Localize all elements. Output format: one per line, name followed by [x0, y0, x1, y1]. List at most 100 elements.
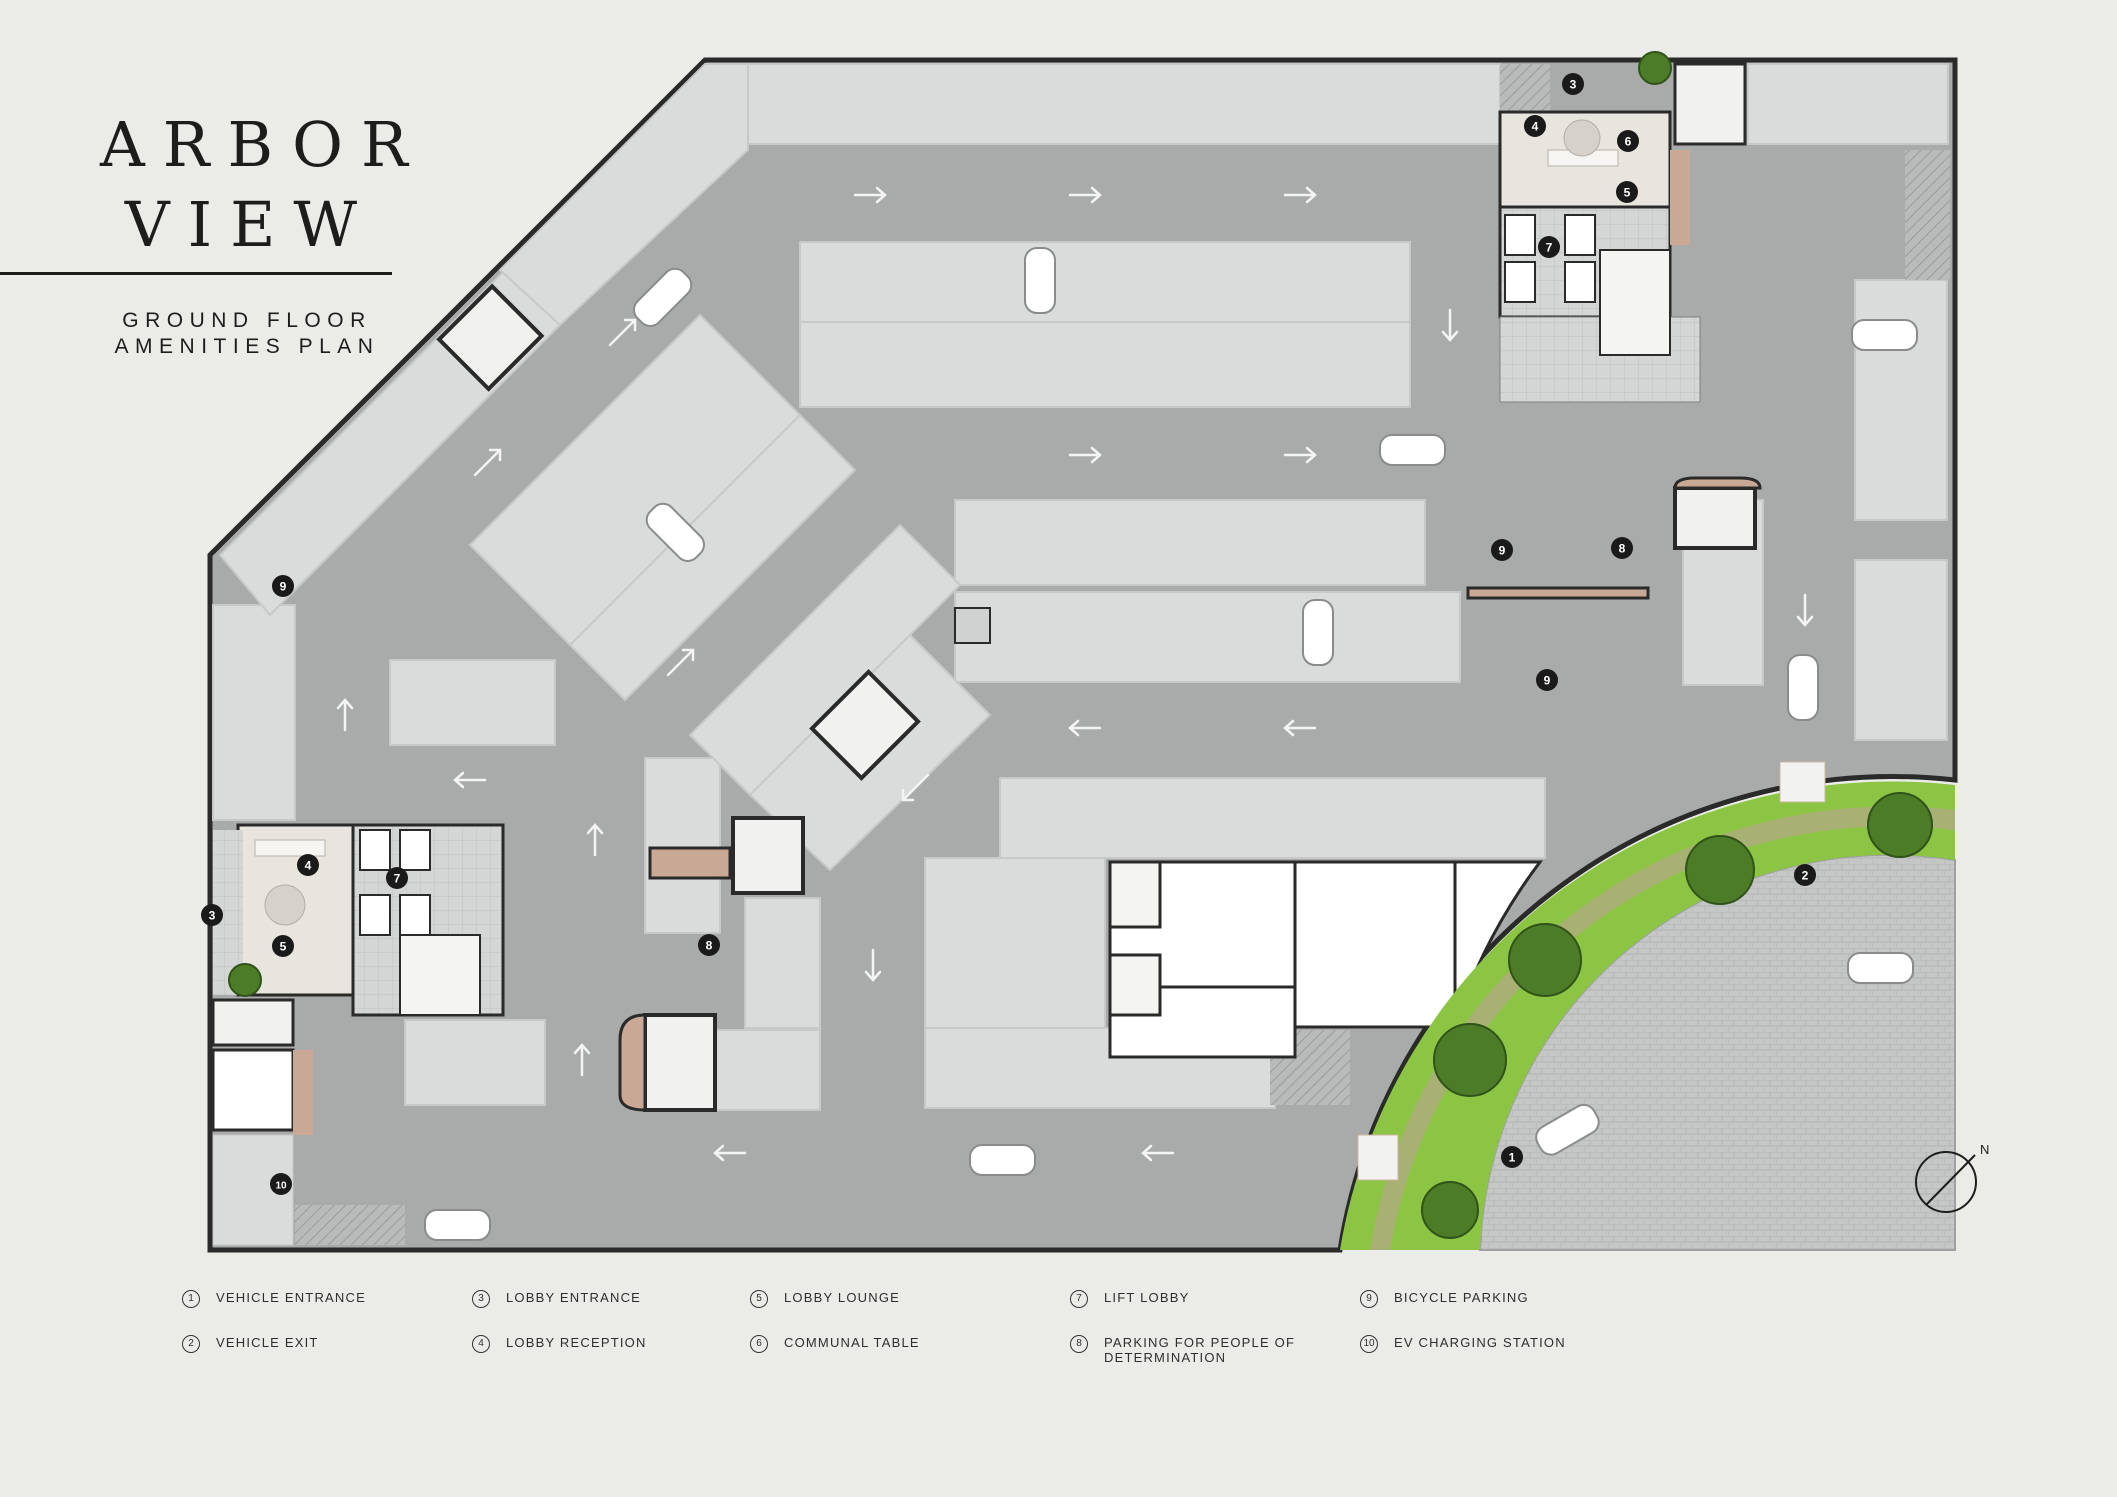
amenity-marker-5	[272, 935, 294, 957]
amenity-marker-label: 7	[1546, 241, 1553, 255]
south-core-cap	[618, 1013, 647, 1112]
service-room-a	[731, 816, 805, 895]
amenity-marker-9	[272, 575, 294, 597]
amenity-marker-3	[201, 904, 223, 926]
legend-label: LIFT LOBBY	[1104, 1290, 1190, 1305]
south-store	[211, 1048, 295, 1132]
amenity-marker-4	[1524, 115, 1546, 137]
north-lift-c	[1564, 214, 1596, 256]
central-accent	[648, 846, 732, 880]
arrow-west-4	[713, 1144, 747, 1162]
parking-row-west-bottom	[744, 897, 821, 1029]
tree-1	[1867, 792, 1933, 858]
tree-3	[1508, 923, 1582, 997]
vehicle-3	[1302, 599, 1334, 666]
arrow-south-1	[1441, 308, 1459, 342]
parking-row-southwest	[404, 1019, 546, 1106]
north-stair	[1673, 62, 1747, 146]
vehicle-9	[424, 1209, 491, 1241]
north-services	[1599, 249, 1671, 356]
arrow-west-5	[1141, 1144, 1175, 1162]
vehicle-5	[1787, 654, 1819, 721]
vehicle-7	[1535, 1103, 1600, 1156]
parking-row-mid-north	[954, 499, 1426, 586]
amenity-marker-label: 4	[1532, 120, 1539, 134]
legend-item: 10 EV CHARGING STATION	[1360, 1335, 1620, 1380]
legend-number: 10	[1360, 1335, 1378, 1353]
title-divider	[0, 272, 392, 275]
stair-cores	[436, 283, 1757, 1112]
vehicle-1	[1024, 247, 1056, 314]
arrow-east-2	[1068, 186, 1102, 204]
project-title: ARBOR VIEW	[100, 105, 426, 265]
amenity-marker-label: 4	[305, 859, 312, 873]
arrow-north-3	[573, 1043, 591, 1077]
parking-row-east-upper	[1854, 279, 1948, 521]
wood-accents	[618, 476, 1762, 1112]
legend-number: 2	[182, 1335, 200, 1353]
amenity-marker-label: 1	[1509, 1151, 1516, 1165]
north-compass: N	[1915, 1142, 1989, 1213]
amenity-marker-9	[1536, 669, 1558, 691]
parking-row-south-mid	[999, 777, 1546, 859]
south-ev-bay	[212, 1134, 294, 1246]
arrow-diagonal-4	[901, 773, 930, 802]
compass-ring	[1915, 1151, 1977, 1213]
legend-label: EV CHARGING STATION	[1394, 1335, 1566, 1350]
north-lobby	[1498, 62, 1747, 403]
retail-unit-e	[1108, 860, 1162, 929]
arrow-diagonal-1	[608, 318, 637, 347]
parking-row-mid-south	[954, 591, 1461, 683]
arrow-east-4	[1068, 446, 1102, 464]
amenity-marker-8	[1611, 537, 1633, 559]
arrow-west-3	[453, 771, 487, 789]
south-wood-accent	[293, 1050, 313, 1135]
parking-row-central-north	[799, 241, 1411, 323]
legend-label: LOBBY RECEPTION	[506, 1335, 647, 1350]
subtitle-line-2: AMENITIES PLAN	[114, 335, 380, 358]
amenity-marker-label: 5	[1624, 186, 1631, 200]
plan-subtitle: GROUND FLOOR AMENITIES PLAN	[92, 308, 402, 360]
legend-number: 3	[472, 1290, 490, 1308]
amenity-marker-label: 6	[1625, 135, 1632, 149]
legend-label: COMMUNAL TABLE	[784, 1335, 920, 1350]
parking-row-diagonal-centre-b	[568, 413, 857, 702]
tree-south	[228, 963, 262, 997]
parking-row-south-a	[924, 857, 1106, 1029]
stair-core-central	[809, 669, 921, 781]
tree-4	[1433, 1023, 1507, 1097]
south-lift-b	[399, 829, 431, 871]
title-line-1: ARBOR	[100, 108, 426, 181]
amenity-marker-label: 9	[1499, 544, 1506, 558]
north-rug	[1563, 119, 1601, 157]
vehicle-2	[1379, 434, 1446, 466]
pedestrian-crossing-south	[1357, 1134, 1399, 1181]
legend-number: 1	[182, 1290, 200, 1308]
north-lift-a	[1504, 214, 1536, 256]
central-lift-shaft	[954, 607, 991, 644]
compass-north-label: N	[1980, 1142, 1989, 1157]
amenity-marker-label: 10	[275, 1181, 287, 1192]
amenity-marker-label: 2	[1802, 869, 1809, 883]
parking-row-central-south	[799, 321, 1411, 408]
amenity-marker-2	[1794, 864, 1816, 886]
south-table	[254, 839, 326, 857]
parking-row-inner-west	[389, 659, 556, 746]
stair-core-east	[1673, 486, 1757, 550]
tree-2	[1685, 835, 1755, 905]
parking-row-west-lower	[212, 604, 296, 821]
north-lift-d	[1564, 261, 1596, 303]
parking-row-northeast	[1747, 63, 1949, 145]
parking-row-diagonal-north	[498, 63, 749, 327]
legend-number: 8	[1070, 1335, 1088, 1353]
vehicle-8	[969, 1144, 1036, 1176]
south-lift-c	[359, 894, 391, 936]
amenity-marker-9	[1491, 539, 1513, 561]
hatched-east-strip	[1905, 150, 1950, 280]
